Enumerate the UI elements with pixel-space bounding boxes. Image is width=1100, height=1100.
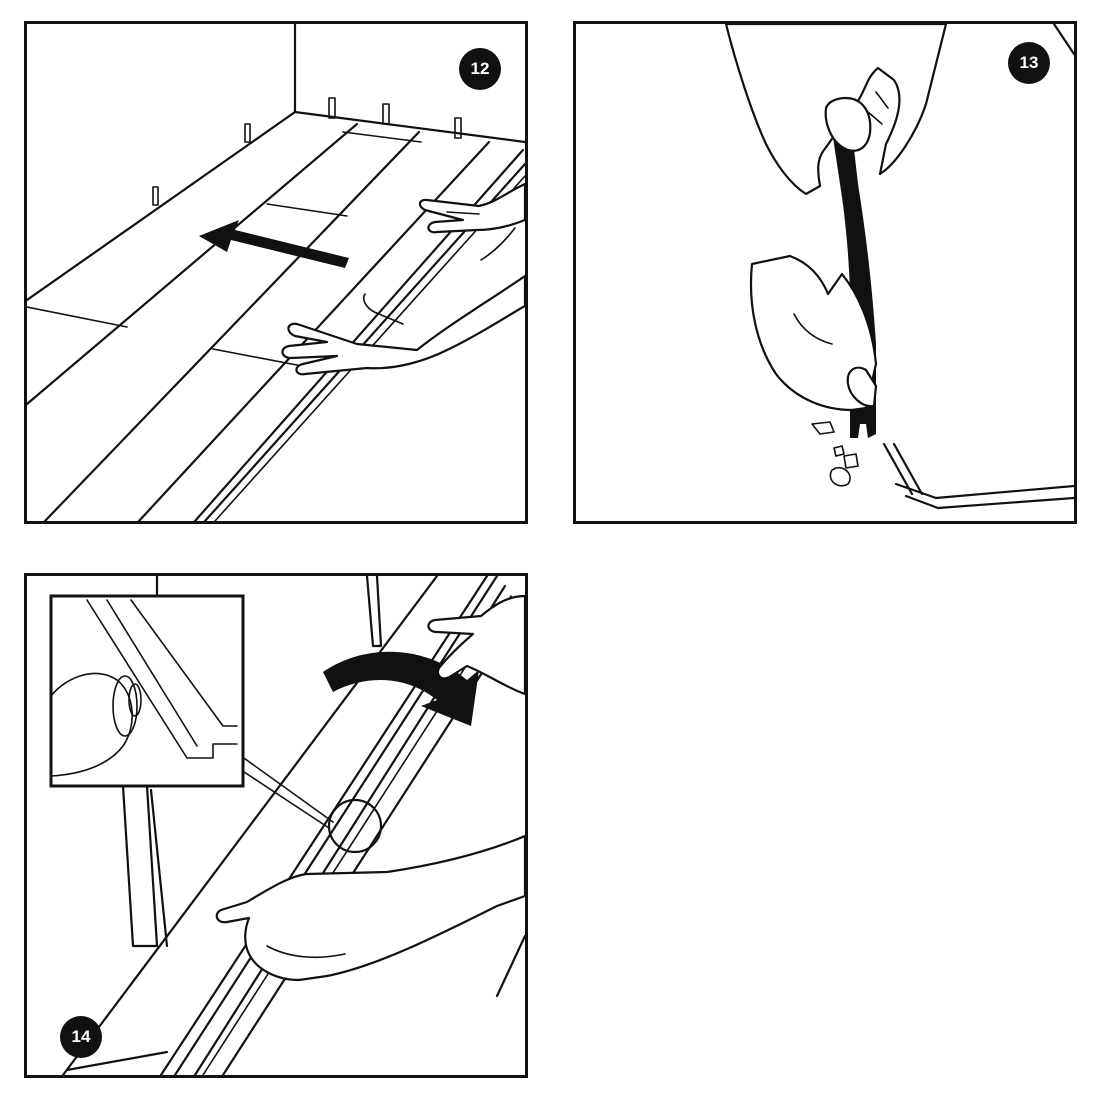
upper-hand (418, 182, 525, 234)
magnifier-circle-icon (327, 798, 383, 854)
step-number-badge: 14 (60, 1016, 102, 1058)
upper-hand (427, 594, 525, 696)
lower-hand (749, 254, 878, 412)
step-13-panel: 13 (573, 21, 1077, 524)
step-14-panel: 14 (24, 573, 528, 1078)
step-12-illustration (27, 24, 525, 521)
push-arrow-icon (199, 220, 349, 268)
detail-inset (49, 594, 245, 788)
lower-hand (281, 274, 525, 376)
step-number-badge: 12 (459, 48, 501, 90)
lower-hand (215, 834, 525, 982)
step-13-illustration (724, 24, 1074, 510)
step-number-badge: 13 (1008, 42, 1050, 84)
step-14-illustration (49, 576, 525, 1075)
step-12-panel: 12 (24, 21, 528, 524)
